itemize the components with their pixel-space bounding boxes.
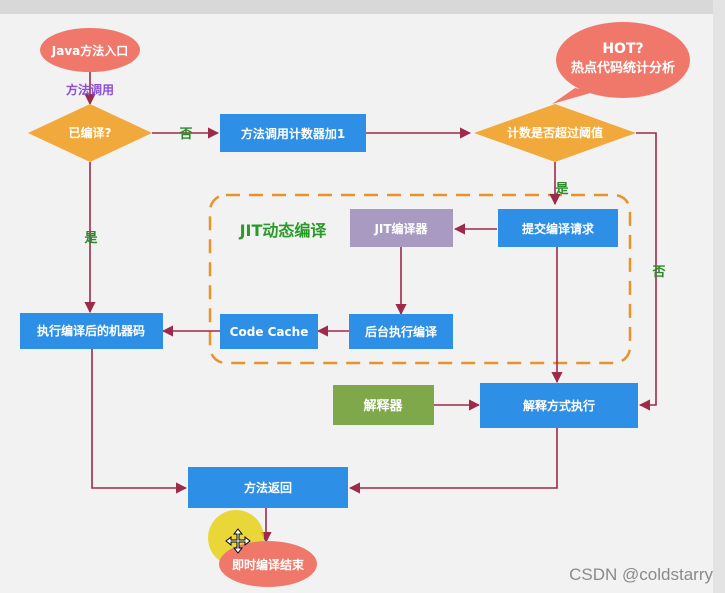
edge-label-no-2: 否 bbox=[651, 265, 665, 280]
threshold-decision bbox=[474, 104, 636, 162]
top-border bbox=[0, 0, 725, 14]
arrow-interp-to-return bbox=[348, 428, 558, 494]
submit-compile-node bbox=[498, 209, 618, 247]
interpreter-node bbox=[333, 385, 434, 425]
right-border bbox=[713, 0, 725, 593]
interp-exec-label: 解释方式执行 bbox=[523, 398, 595, 413]
arrow-threshold-no bbox=[636, 132, 657, 411]
method-return-label: 方法返回 bbox=[244, 480, 292, 495]
exec-machine-code-node bbox=[20, 313, 163, 349]
jit-region-border bbox=[208, 193, 632, 365]
watermark: CSDN @coldstarry bbox=[569, 565, 713, 584]
exec-machine-code-label: 执行编译后的机器码 bbox=[37, 323, 145, 338]
edge-label-yes-1: 是 bbox=[83, 231, 98, 246]
jit-compiler-label: JIT编译器 bbox=[373, 221, 428, 236]
arrow-exec-to-return bbox=[91, 349, 188, 494]
jit-end-label: 即时编译结束 bbox=[232, 557, 305, 572]
threshold-decision-label: 计数是否超过阈值 bbox=[507, 125, 603, 140]
hot-bubble bbox=[556, 22, 690, 98]
move-cursor-icon bbox=[225, 528, 251, 554]
edge-label-no-1: 否 bbox=[178, 127, 192, 142]
connectors bbox=[84, 72, 657, 544]
jit-end-node bbox=[219, 541, 317, 587]
java-entry-node bbox=[40, 28, 140, 72]
interpreter-label: 解释器 bbox=[362, 398, 403, 414]
hot-bubble-tail bbox=[552, 88, 594, 104]
code-cache-node bbox=[220, 314, 318, 349]
compiled-decision-label: 已编译? bbox=[69, 125, 112, 140]
hot-label: HOT? bbox=[602, 41, 643, 57]
counter-label: 方法调用计数器加1 bbox=[241, 126, 345, 141]
jit-compiler-node bbox=[350, 209, 453, 247]
method-call-label: 方法调用 bbox=[66, 82, 114, 97]
edge-label-yes-2: 是 bbox=[554, 182, 569, 197]
method-return-node bbox=[188, 467, 348, 508]
bg-compile-node bbox=[349, 314, 453, 349]
hot-analysis-label: 热点代码统计分析 bbox=[571, 60, 675, 76]
submit-compile-label: 提交编译请求 bbox=[522, 221, 595, 236]
compiled-decision bbox=[28, 104, 152, 162]
bg-compile-label: 后台执行编译 bbox=[365, 324, 438, 339]
code-cache-label: Code Cache bbox=[230, 325, 309, 339]
java-entry-label: Java方法入口 bbox=[51, 43, 128, 58]
jit-title: JIT动态编译 bbox=[239, 221, 328, 240]
interp-exec-node bbox=[480, 383, 638, 428]
counter-node bbox=[220, 114, 366, 152]
